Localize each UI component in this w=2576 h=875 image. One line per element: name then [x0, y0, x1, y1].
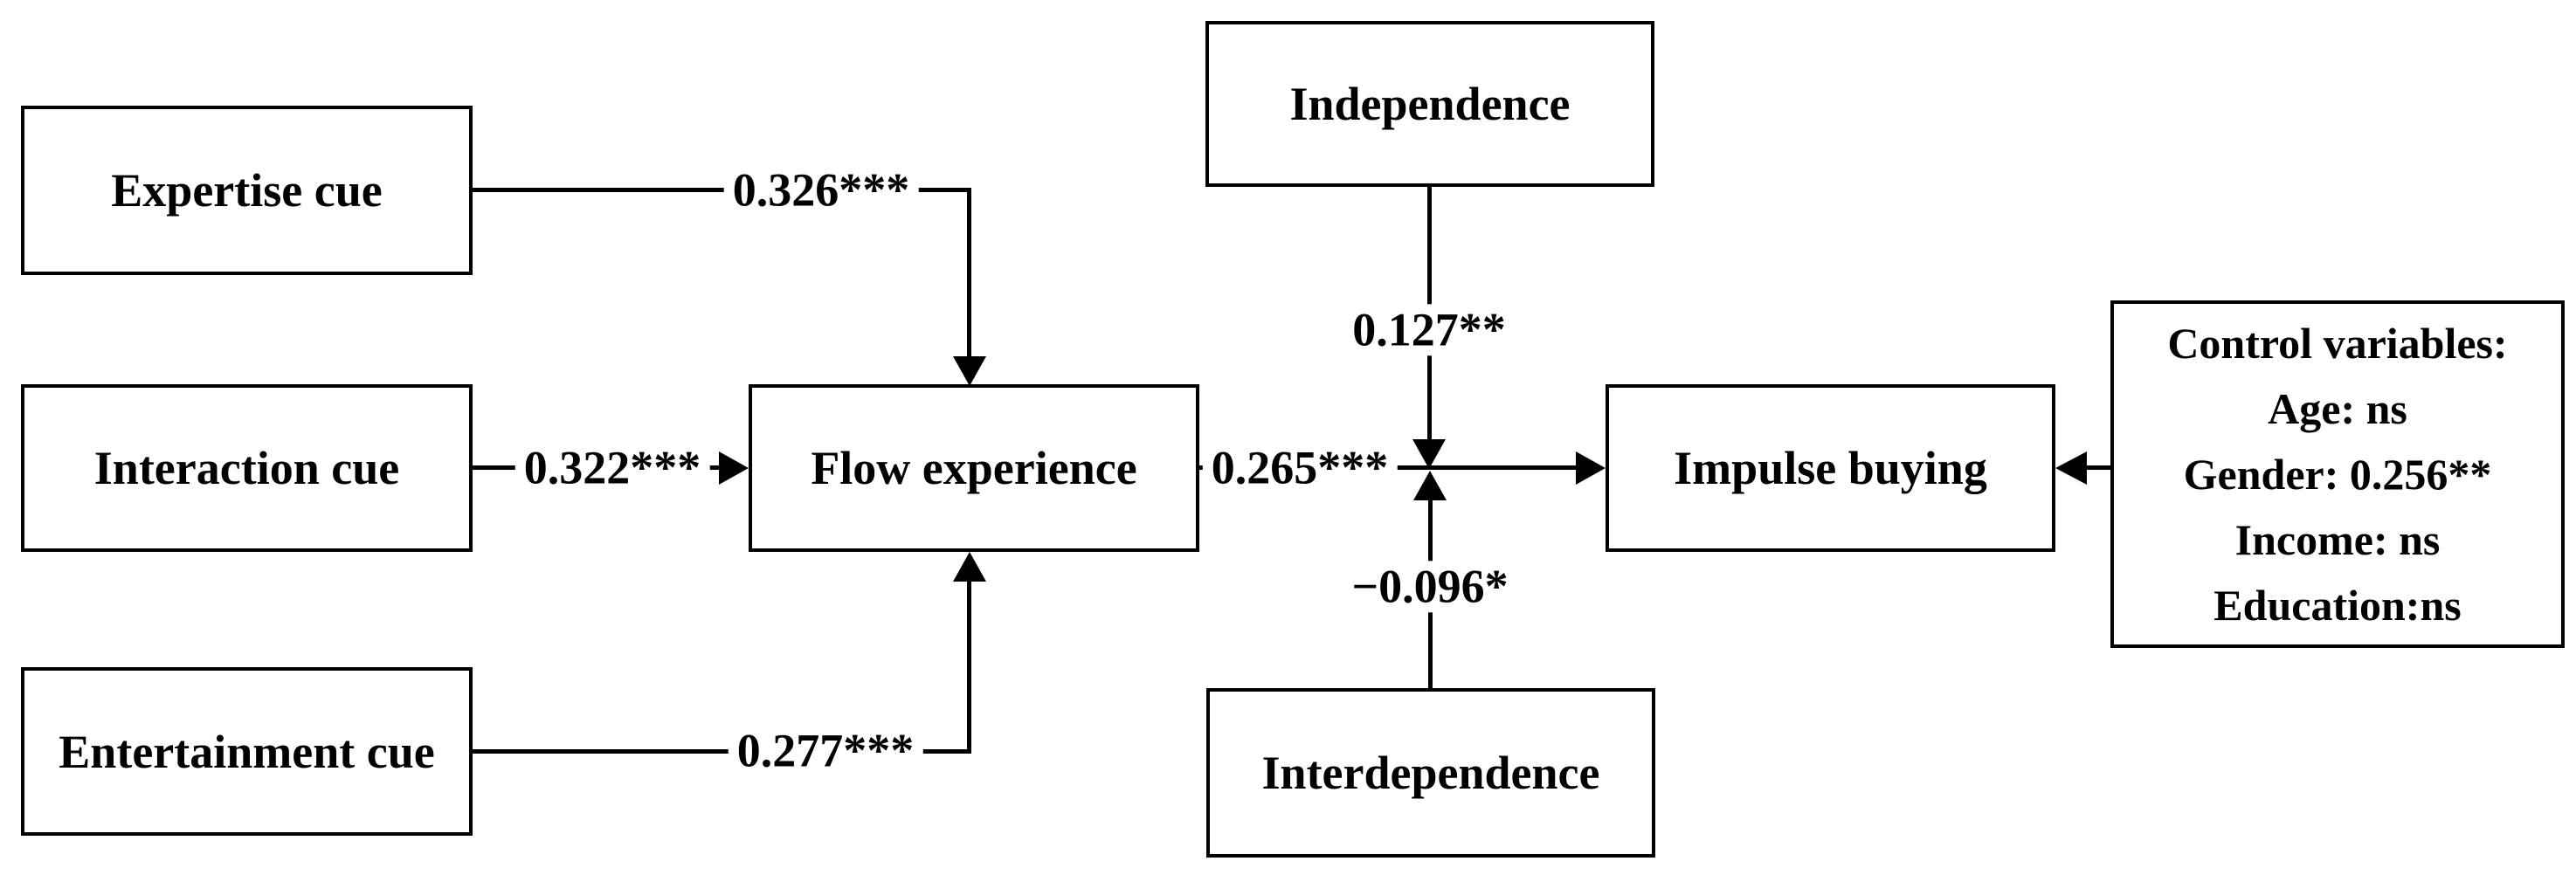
- control-variables-gender: Gender: 0.256**: [2183, 449, 2492, 499]
- arrowhead-right-into-flow-left-icon: [719, 451, 749, 485]
- line-expertise-to-flow-vertical: [967, 188, 971, 356]
- line-control-to-impulse: [2085, 465, 2110, 470]
- arrowhead-down-onto-main-path-icon: [1412, 439, 1446, 469]
- box-impulse-buying: Impulse buying: [1606, 384, 2055, 552]
- box-entertainment-cue-label: Entertainment cue: [59, 725, 435, 778]
- coefficient-interdependence-moderation: −0.096*: [1343, 560, 1517, 613]
- box-entertainment-cue: Entertainment cue: [21, 667, 473, 836]
- box-independence: Independence: [1205, 21, 1654, 187]
- coefficient-entertainment-flow: 0.277***: [728, 724, 923, 777]
- arrowhead-right-into-impulse-left-icon: [1576, 451, 1606, 485]
- arrowhead-down-into-flow-top-icon: [953, 356, 986, 386]
- control-variables-income: Income: ns: [2234, 514, 2441, 564]
- box-flow-experience-label: Flow experience: [811, 442, 1137, 494]
- line-entertainment-to-flow-horizontal: [473, 749, 971, 754]
- box-control-variables: Control variables: Age: ns Gender: 0.256…: [2110, 300, 2565, 648]
- box-impulse-buying-label: Impulse buying: [1674, 442, 1987, 494]
- box-flow-experience: Flow experience: [749, 384, 1199, 552]
- control-variables-education: Education:ns: [2213, 580, 2462, 630]
- arrowhead-up-into-flow-bottom-icon: [953, 552, 986, 582]
- box-expertise-cue: Expertise cue: [21, 106, 473, 275]
- control-variables-age: Age: ns: [2268, 383, 2407, 433]
- coefficient-expertise-flow: 0.326***: [723, 163, 919, 217]
- box-interdependence: Interdependence: [1206, 688, 1655, 858]
- box-expertise-cue-label: Expertise cue: [111, 164, 383, 217]
- control-variables-title: Control variables:: [2167, 318, 2508, 368]
- arrowhead-left-into-impulse-right-icon: [2055, 451, 2087, 485]
- coefficient-flow-impulse: 0.265***: [1202, 441, 1398, 494]
- coefficient-interaction-flow: 0.322***: [515, 441, 710, 494]
- arrowhead-up-onto-main-path-icon: [1413, 471, 1447, 500]
- box-interaction-cue-label: Interaction cue: [93, 442, 400, 494]
- line-entertainment-to-flow-vertical: [967, 582, 971, 752]
- box-interaction-cue: Interaction cue: [21, 384, 473, 552]
- box-independence-label: Independence: [1289, 78, 1571, 130]
- coefficient-independence-moderation: 0.127**: [1343, 303, 1515, 356]
- line-expertise-to-flow-horizontal: [473, 188, 971, 192]
- box-interdependence-label: Interdependence: [1261, 747, 1600, 799]
